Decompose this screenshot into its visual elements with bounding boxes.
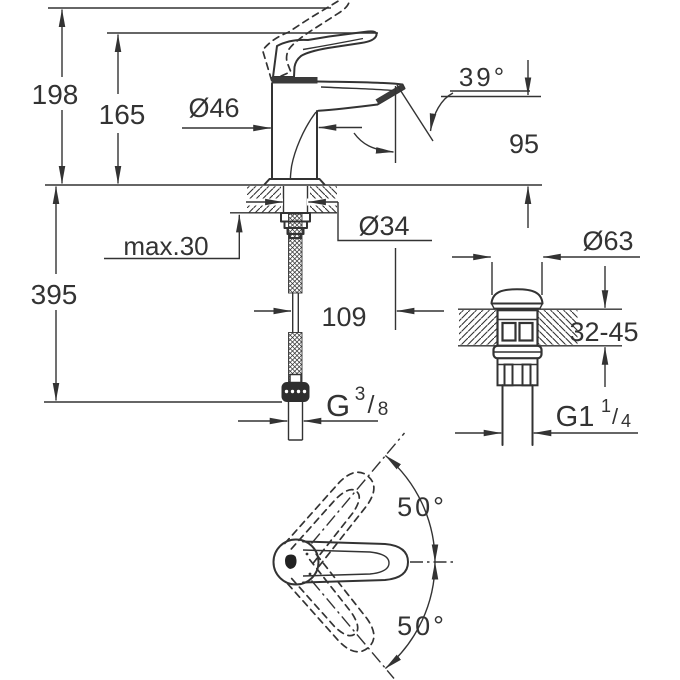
swivel-arc-upper	[384, 454, 439, 563]
dim-waste-thread: G1 1 / 4	[455, 396, 638, 437]
dim-waste-diameter: Ø63	[452, 226, 640, 295]
waste-diameter-label: Ø63	[582, 226, 633, 256]
waste-window-right	[518, 321, 534, 342]
body-contour-line	[289, 111, 317, 180]
dim-198: 198	[32, 7, 331, 184]
waste-deck-hatch-right	[537, 310, 578, 345]
waste-slot-left	[503, 363, 514, 387]
dim-waste-deck-range: 32-45	[569, 266, 639, 387]
supply-hose-upper	[288, 213, 303, 294]
waste-thread-denominator: 4	[621, 411, 631, 431]
below-deck-length-label: 395	[31, 279, 78, 310]
max-thickness-label: max.30	[123, 231, 208, 261]
supply-thread-denominator: 8	[378, 399, 389, 420]
waste-thread-numerator: 1	[601, 396, 611, 416]
waste-slot-right	[521, 363, 532, 387]
swivel-up-label: 50°	[397, 492, 447, 522]
total-height-label: 198	[32, 79, 79, 110]
supply-thread-slash: /	[368, 391, 375, 419]
hose-fitting-dots	[284, 389, 307, 394]
spout-inner-line	[320, 86, 393, 92]
dim-395: 395	[31, 186, 282, 403]
dim-165: 165	[99, 32, 378, 184]
faucet-body	[271, 82, 318, 180]
waste-cap	[490, 288, 544, 305]
aerator	[375, 84, 405, 105]
spout-angle-leg	[396, 84, 434, 142]
shank-walls	[282, 186, 309, 213]
dimensions-group: 198 165 Ø46 39° 95	[31, 7, 640, 679]
spout-angle-arc-right	[429, 92, 454, 132]
waste-tailpipe	[501, 384, 534, 446]
waste-valve-group	[458, 288, 622, 446]
waste-deck-range-label: 32-45	[569, 317, 638, 347]
faucet-spout	[316, 80, 406, 112]
hose-fitting	[281, 382, 310, 402]
handle-top-mark	[285, 554, 297, 569]
supply-thread-base: G	[326, 388, 350, 423]
supply-thread-numerator: 3	[355, 384, 366, 405]
dim-spout-angle: 39°	[353, 62, 530, 154]
lever-height-label: 165	[99, 99, 146, 130]
dim-swivel-up: 50°	[310, 432, 447, 563]
waste-thread-base: G1	[556, 401, 595, 433]
spout-angle-arc-left	[353, 132, 394, 154]
faucet-lever-ridge	[302, 37, 364, 51]
spout-reach-label: 109	[321, 302, 366, 332]
faucet-base	[263, 178, 326, 186]
dim-swivel-down: 50°	[310, 561, 447, 679]
faucet-lever	[272, 30, 378, 78]
handle-top-circle	[272, 538, 320, 586]
body-diameter-label: Ø46	[188, 93, 239, 123]
supply-tube-mid	[292, 293, 299, 333]
dim-spout-reach: 109	[254, 248, 444, 332]
swivel-arc-lower	[384, 561, 439, 670]
dim-hole-diameter: Ø34	[246, 198, 432, 242]
waste-cap-rim	[490, 303, 544, 309]
hose-fitting-neck	[289, 373, 302, 384]
faucet-cartridge-ring	[271, 77, 318, 84]
outlet-height-label: 95	[509, 129, 539, 159]
hole-diameter-label: Ø34	[358, 211, 409, 241]
dim-supply-thread: G 3 / 8	[238, 384, 389, 425]
waste-window-left	[501, 321, 517, 342]
waste-deck-hatch-left	[459, 310, 498, 345]
dim-max-thickness: max.30	[104, 214, 243, 261]
swivel-down-label: 50°	[397, 611, 447, 641]
handle-top-dot-2	[308, 572, 312, 576]
spout-angle-label: 39°	[459, 62, 507, 92]
dim-outlet-height: 95	[394, 60, 541, 228]
supply-tail-tube	[287, 401, 304, 441]
handle-top-dot-1	[305, 552, 309, 556]
dim-body-diameter: Ø46	[182, 93, 362, 132]
waste-thread-slash: /	[612, 404, 619, 429]
faucet-lever-raised-dashed	[261, 0, 350, 82]
